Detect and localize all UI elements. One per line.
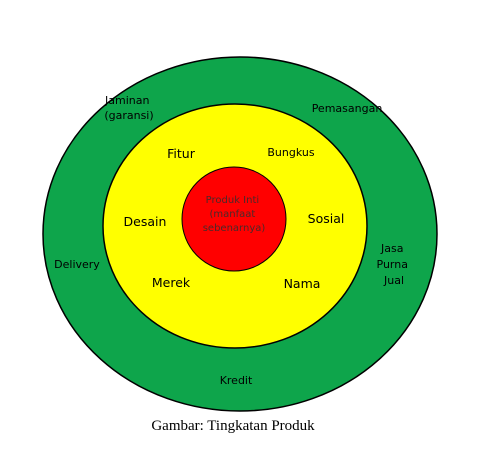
label-jasa-line1: Jasa	[380, 242, 403, 255]
core-product-circle	[181, 166, 287, 272]
label-desain: Desain	[124, 214, 167, 229]
label-jaminan-line1: Jaminan	[104, 94, 149, 107]
label-kredit: Kredit	[220, 374, 253, 387]
label-core-line2: (manfaat	[210, 209, 256, 220]
label-core-line1: Produk Inti	[206, 195, 260, 206]
label-delivery: Delivery	[54, 258, 100, 271]
label-fitur: Fitur	[167, 146, 196, 161]
label-jaminan-line2: (garansi)	[104, 109, 153, 122]
label-jasa-line3: Jual	[383, 274, 404, 287]
figure-caption: Gambar: Tingkatan Produk	[151, 418, 315, 434]
label-nama: Nama	[284, 276, 321, 291]
label-sosial: Sosial	[308, 211, 345, 226]
label-pemasangan: Pemasangan	[312, 102, 383, 115]
label-jasa-purna-jual: Jasa Purna Jual	[377, 242, 412, 287]
label-bungkus: Bungkus	[267, 146, 314, 159]
label-merek: Merek	[152, 275, 191, 290]
label-core-line3: sebenarnya)	[203, 223, 266, 234]
label-produk-inti: Produk Inti (manfaat sebenarnya)	[203, 195, 266, 234]
label-jasa-line2: Purna	[377, 258, 408, 271]
label-jaminan: Jaminan (garansi)	[104, 94, 154, 122]
